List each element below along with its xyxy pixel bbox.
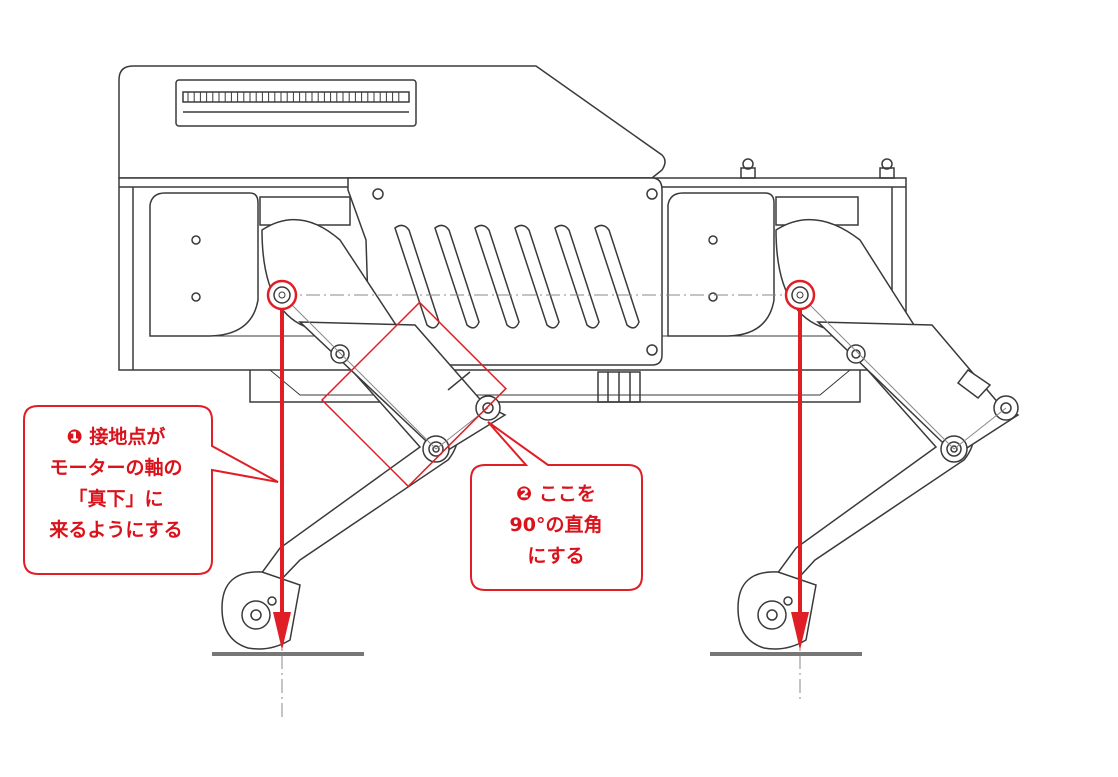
top-cover: [118, 65, 666, 179]
vent-slot: [434, 224, 480, 329]
right-motor-housing: [667, 192, 859, 337]
right-leg: [737, 218, 1020, 650]
vent-plate: [347, 177, 663, 366]
callout-ground-contact: [23, 405, 279, 575]
right-angle-highlight: [320, 301, 507, 488]
vent-slot: [514, 224, 560, 329]
motor-axis-marker: [266, 279, 816, 311]
callout-right-angle: [470, 421, 643, 591]
vent-slot: [554, 224, 600, 329]
connector-pins: [187, 92, 400, 102]
callout-right-angle-text: ❷ ここを 90°の直角 にする: [509, 483, 603, 567]
vent-slot: [474, 224, 520, 329]
arrow-down: [273, 310, 809, 650]
callout-ground-contact-text: ❶ 接地点が モーターの軸の 「真下」に 来るようにする: [49, 426, 183, 541]
vent-slot: [594, 224, 640, 329]
